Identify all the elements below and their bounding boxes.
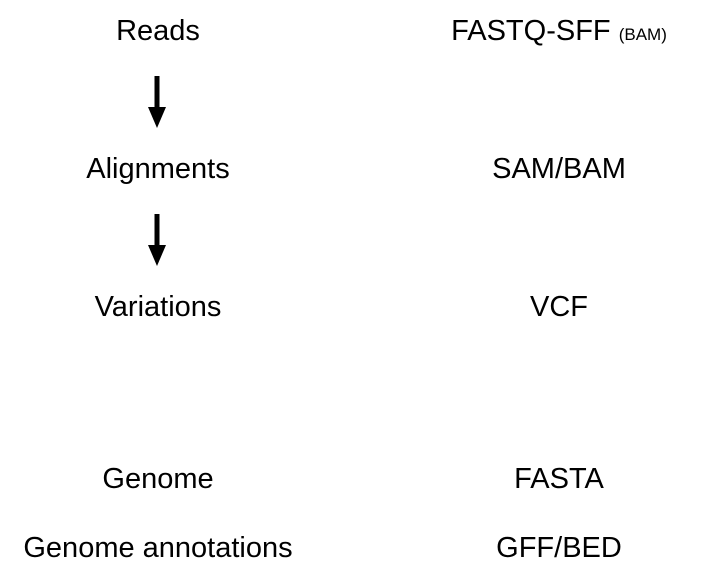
down-arrow-icon [148,214,166,266]
format-genome: FASTA [514,463,604,495]
format-reads-main: FASTQ-SFF [451,15,611,47]
format-reads-note: (BAM) [618,25,667,44]
format-genome-annotations: GFF/BED [496,532,622,564]
stage-genome-annotations: Genome annotations [23,532,293,564]
format-reads: FASTQ-SFF (BAM) [451,17,667,46]
stage-reads: Reads [116,15,200,47]
down-arrow-icon [148,76,166,128]
stage-alignments: Alignments [86,153,230,185]
stage-variations: Variations [94,291,222,323]
format-variations: VCF [530,291,588,323]
format-alignments: SAM/BAM [492,153,626,185]
stage-genome: Genome [102,463,214,495]
